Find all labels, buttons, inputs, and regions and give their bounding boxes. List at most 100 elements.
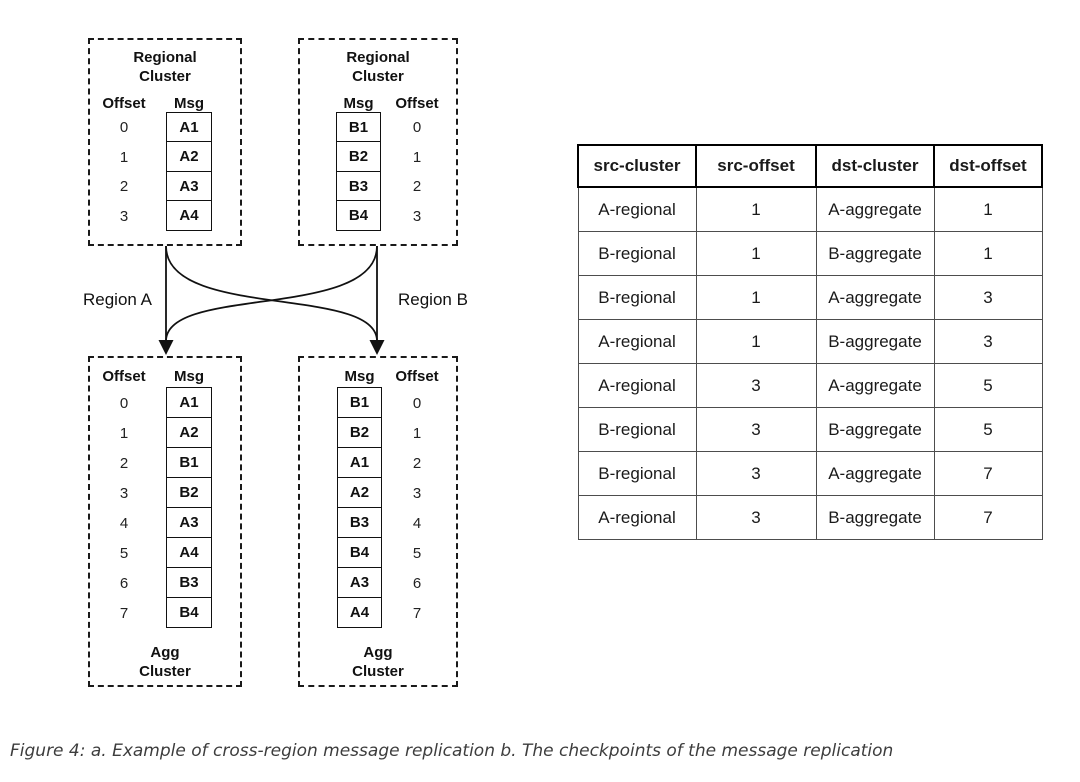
msg-cell: A1 — [166, 386, 212, 418]
agg-cluster-a-title: Agg Cluster — [139, 644, 191, 680]
cell-dst-offset: 5 — [933, 407, 1043, 452]
agg-cluster-a-box: Offset 0 1 2 3 4 5 6 7 Msg A1 A2 B1 B2 A… — [88, 356, 242, 687]
offset-value: 4 — [412, 514, 422, 532]
agg-b-msg-column: Msg B1 B2 A1 A2 B3 B4 A3 A4 — [337, 366, 382, 628]
msg-cell: B4 — [166, 596, 212, 628]
cell-src-offset: 1 — [695, 275, 817, 320]
offset-value: 0 — [119, 119, 129, 137]
regional-cluster-a-title: Regional Cluster — [133, 49, 197, 85]
msg-cell: A4 — [166, 536, 212, 568]
offset-value: 2 — [119, 454, 129, 472]
cell-src-cluster: B-regional — [577, 275, 697, 320]
cell-dst-offset: 7 — [933, 495, 1043, 540]
cell-src-cluster: B-regional — [577, 407, 697, 452]
offset-value: 0 — [119, 394, 129, 412]
offset-value: 2 — [119, 178, 129, 196]
msg-cell: B4 — [336, 200, 381, 231]
offset-value: 2 — [412, 454, 422, 472]
checkpoint-table: src-cluster src-offset dst-cluster dst-o… — [577, 144, 1043, 540]
regional-b-msg-column: Msg B1 B2 B3 B4 — [336, 95, 381, 231]
cell-src-offset: 3 — [695, 451, 817, 496]
offset-value: 1 — [412, 424, 422, 442]
agg-cluster-b-box: Msg B1 B2 A1 A2 B3 B4 A3 A4 Offset 0 1 2… — [298, 356, 458, 687]
agg-cluster-b-title: Agg Cluster — [352, 644, 404, 680]
offset-value: 3 — [412, 484, 422, 502]
msg-cell: A2 — [166, 141, 212, 172]
column-header-src-cluster: src-cluster — [577, 144, 697, 188]
msg-cell: A2 — [337, 476, 382, 508]
cell-src-cluster: A-regional — [577, 495, 697, 540]
offset-value: 5 — [412, 544, 422, 562]
cell-dst-offset: 3 — [933, 319, 1043, 364]
msg-header: Msg — [343, 95, 374, 112]
column-header-dst-offset: dst-offset — [933, 144, 1043, 188]
offset-value: 0 — [412, 119, 422, 137]
arrowhead-right-icon — [369, 340, 385, 355]
regional-a-msg-column: Msg A1 A2 A3 A4 — [166, 95, 212, 231]
cell-src-cluster: B-regional — [577, 231, 697, 276]
msg-cell: B4 — [337, 536, 382, 568]
arrow-regional-a-to-agg-b — [165, 245, 378, 342]
cell-dst-offset: 5 — [933, 363, 1043, 408]
msg-cell: A3 — [166, 506, 212, 538]
msg-header: Msg — [174, 368, 204, 385]
arrow-regional-b-to-agg-a — [165, 245, 378, 342]
table-row: A-regional 3 B-aggregate 7 — [577, 495, 1043, 540]
cell-dst-cluster: A-aggregate — [815, 451, 935, 496]
regional-cluster-b-box: Regional Cluster Msg B1 B2 B3 B4 Offset … — [298, 38, 458, 246]
offset-value: 7 — [119, 604, 129, 622]
cell-src-offset: 3 — [695, 495, 817, 540]
cell-dst-cluster: B-aggregate — [815, 495, 935, 540]
cell-dst-offset: 7 — [933, 451, 1043, 496]
agg-a-offset-column: Offset 0 1 2 3 4 5 6 7 — [90, 366, 158, 628]
msg-cell: B3 — [337, 506, 382, 538]
table-row: A-regional 3 A-aggregate 5 — [577, 363, 1043, 408]
msg-cell: A2 — [166, 416, 212, 448]
msg-cell: A3 — [166, 170, 212, 202]
table-row: B-regional 1 B-aggregate 1 — [577, 231, 1043, 276]
offset-header: Offset — [102, 368, 146, 385]
offset-value: 6 — [119, 574, 129, 592]
regional-a-offset-column: Offset 0 1 2 3 — [90, 95, 158, 231]
regional-cluster-a-box: Regional Cluster Offset 0 1 2 3 Msg A1 A… — [88, 38, 242, 246]
agg-b-offset-column: Offset 0 1 2 3 4 5 6 7 — [395, 366, 439, 628]
regional-cluster-b-title: Regional Cluster — [346, 49, 410, 85]
offset-value: 3 — [412, 207, 422, 225]
cell-src-cluster: A-regional — [577, 319, 697, 364]
offset-value: 0 — [412, 394, 422, 412]
cell-src-cluster: A-regional — [577, 186, 697, 232]
offset-header: Offset — [395, 368, 439, 385]
column-header-dst-cluster: dst-cluster — [815, 144, 935, 188]
cell-src-offset: 1 — [695, 186, 817, 232]
msg-cell: B2 — [166, 476, 212, 508]
table-row: A-regional 1 B-aggregate 3 — [577, 319, 1043, 364]
table-row: B-regional 1 A-aggregate 3 — [577, 275, 1043, 320]
replication-arrows-layer — [158, 245, 385, 355]
msg-header: Msg — [174, 95, 204, 112]
regional-b-offset-column: Offset 0 1 2 3 — [395, 95, 439, 231]
table-row: B-regional 3 B-aggregate 5 — [577, 407, 1043, 452]
figure-caption: Figure 4: a. Example of cross-region mes… — [10, 741, 894, 761]
msg-cell: B1 — [337, 386, 382, 418]
msg-header: Msg — [344, 368, 375, 385]
offset-value: 7 — [412, 604, 422, 622]
table-row: A-regional 1 A-aggregate 1 — [577, 186, 1043, 232]
cell-src-cluster: B-regional — [577, 451, 697, 496]
cell-src-cluster: A-regional — [577, 363, 697, 408]
agg-a-msg-column: Msg A1 A2 B1 B2 A3 A4 B3 B4 — [166, 366, 212, 628]
cell-src-offset: 3 — [695, 407, 817, 452]
cell-dst-offset: 1 — [933, 186, 1043, 232]
msg-cell: B2 — [337, 416, 382, 448]
msg-cell: A4 — [166, 200, 212, 231]
cell-dst-cluster: B-aggregate — [815, 319, 935, 364]
region-b-label: Region B — [398, 290, 468, 309]
offset-header: Offset — [395, 95, 439, 112]
cell-dst-cluster: B-aggregate — [815, 407, 935, 452]
msg-cell: A3 — [337, 566, 382, 598]
msg-cell: B2 — [336, 141, 381, 172]
msg-cell: A1 — [166, 111, 212, 143]
cell-dst-cluster: B-aggregate — [815, 231, 935, 276]
offset-value: 3 — [119, 484, 129, 502]
offset-value: 4 — [119, 514, 129, 532]
